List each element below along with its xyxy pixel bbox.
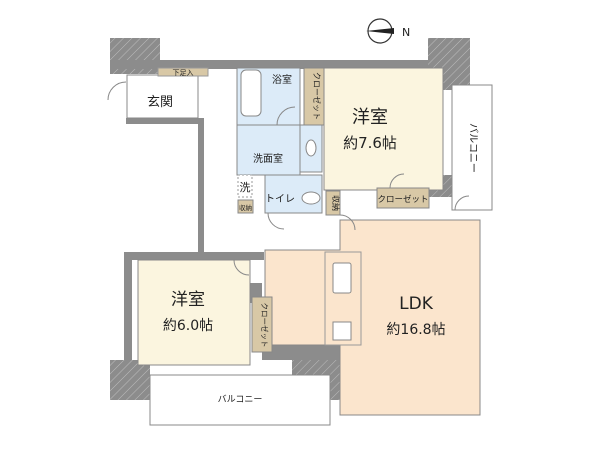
- compass-label: N: [402, 26, 410, 39]
- washroom-label: 洗面室: [253, 152, 283, 165]
- laundry-space: [237, 174, 253, 198]
- stove-icon: [332, 321, 352, 341]
- balcony-right-label: バルコニー: [467, 123, 479, 173]
- closet-bedroom-1: [376, 187, 430, 209]
- bedroom-2: [137, 259, 251, 366]
- storage-mid: [325, 190, 341, 216]
- bathtub-icon: [240, 69, 262, 117]
- washroom: [236, 124, 301, 176]
- closet-top-label: クローゼット: [312, 72, 322, 120]
- entrance-room: [126, 74, 199, 119]
- balcony-right: [451, 84, 493, 211]
- toilet-icon: [301, 191, 321, 205]
- storage-mid-label: 収納: [331, 195, 341, 211]
- balcony-bottom-label: バルコニー: [218, 394, 263, 405]
- compass-icon: N: [366, 18, 410, 44]
- toilet-label: トイレ: [265, 194, 295, 205]
- doors: [233, 106, 470, 276]
- balcony-bottom: [149, 374, 331, 426]
- bedroom-2-door[interactable]: [233, 259, 250, 276]
- closet-bedroom-2-label: クローゼット: [260, 303, 270, 348]
- bedroom-1-size: 約7.6帖: [343, 134, 397, 152]
- closet-bedroom-1-label: クローゼット: [377, 194, 428, 205]
- laundry-label: 洗: [240, 181, 251, 194]
- shoe-closet-label: 下足入: [173, 69, 194, 77]
- entrance-label: 玄関: [147, 95, 173, 110]
- bath-label: 浴室: [272, 73, 292, 86]
- storage-door[interactable]: [339, 214, 356, 231]
- ldk-size: 約16.8帖: [386, 322, 445, 338]
- bedroom-1-door[interactable]: [389, 173, 405, 189]
- storage-left: [237, 199, 254, 214]
- balcony-door[interactable]: [454, 195, 470, 211]
- bedroom-1-name: 洋室: [352, 107, 388, 128]
- ldk-room: [264, 219, 481, 416]
- bedroom-1: [323, 67, 444, 191]
- storage-left-label: 収納: [239, 203, 252, 212]
- bedroom-2-name: 洋室: [171, 290, 205, 310]
- entrance-door[interactable]: [107, 81, 127, 101]
- closet-bedroom-2: [251, 296, 273, 353]
- ldk-name: LDK: [399, 294, 434, 314]
- shoe-closet: [157, 67, 209, 77]
- bedroom-2-size: 約6.0帖: [163, 318, 213, 334]
- toilet-door[interactable]: [267, 212, 285, 230]
- kitchen-sink-icon: [332, 262, 352, 294]
- sink-icon: [305, 139, 317, 157]
- bath-door[interactable]: [276, 106, 296, 126]
